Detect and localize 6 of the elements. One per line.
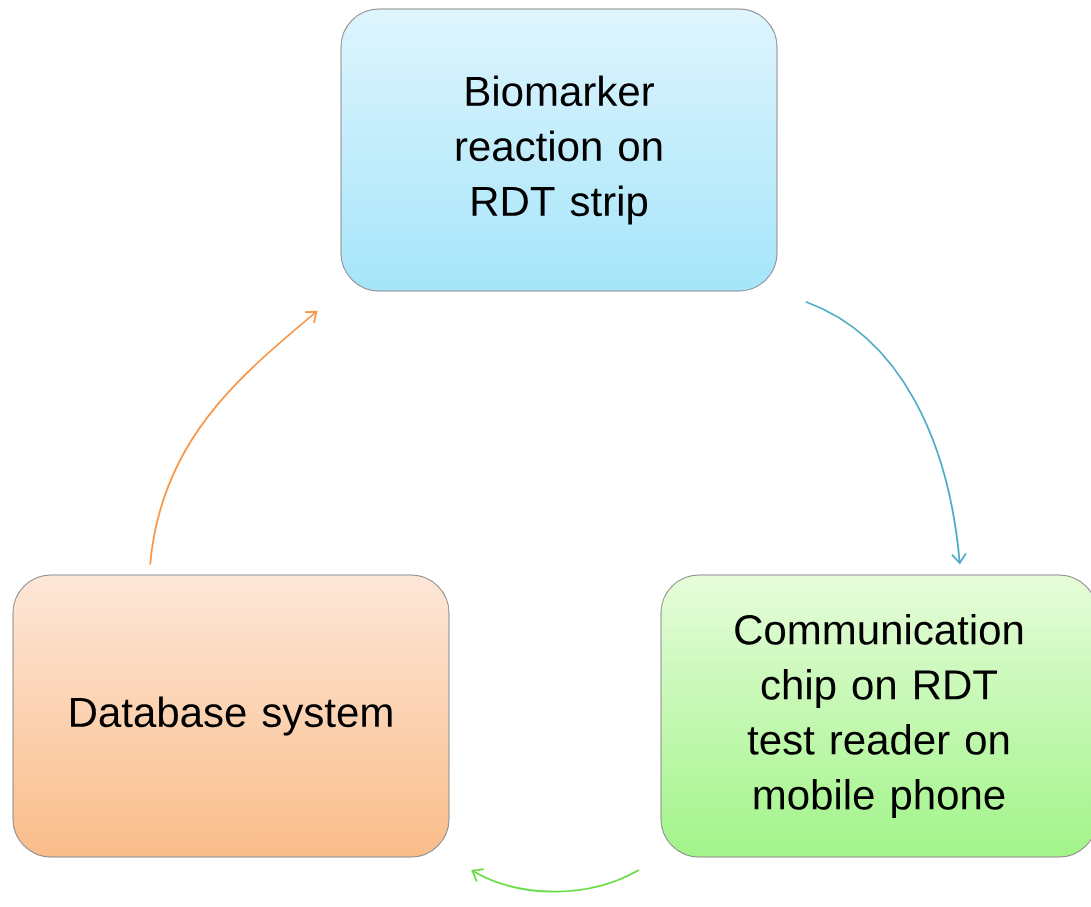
- process-box: Communication chip on RDT test reader on mobile phone: [660, 574, 1091, 858]
- arrow: [804, 300, 967, 565]
- process-box: Database system: [12, 574, 450, 858]
- arrow: [149, 310, 318, 566]
- process-box: Biomarker reaction on RDT strip: [340, 8, 778, 292]
- arrow: [471, 868, 640, 893]
